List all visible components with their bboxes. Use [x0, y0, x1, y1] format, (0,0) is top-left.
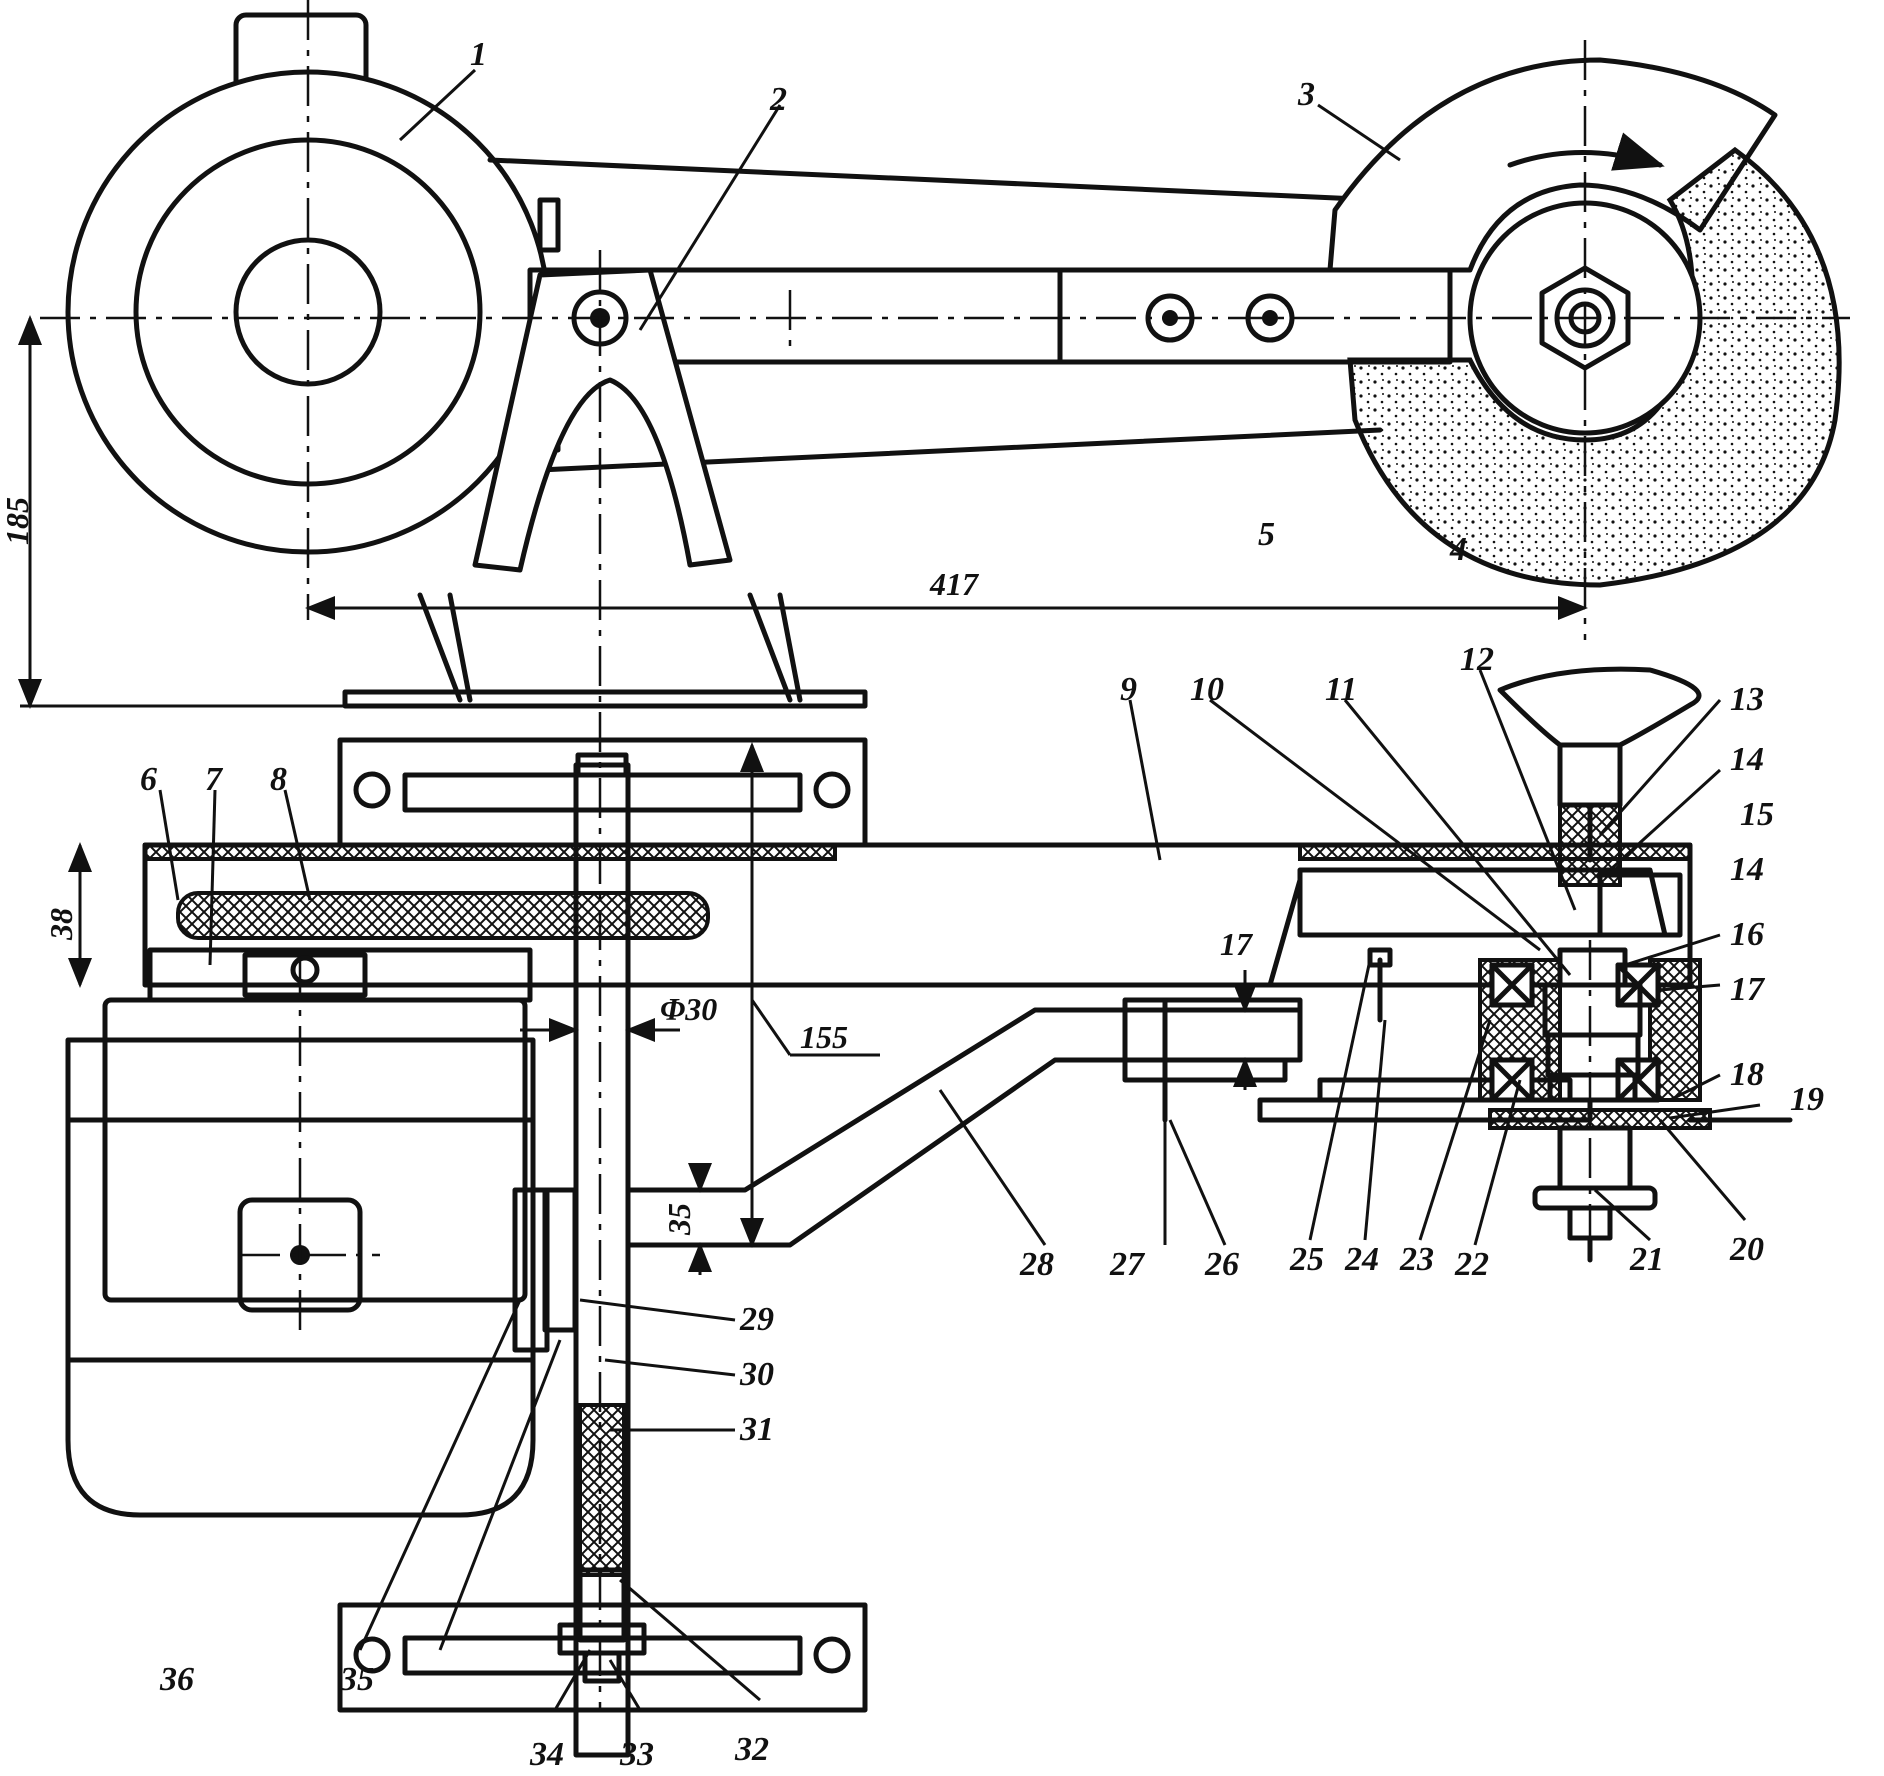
label-22: 22 [1454, 1246, 1489, 1283]
label-16: 16 [1730, 916, 1764, 953]
lower-mount-plate [337, 1602, 868, 1713]
spindle-housing [1478, 940, 1793, 1263]
label-1: 1 [470, 36, 487, 73]
label-26: 26 [1204, 1246, 1239, 1283]
dim-35: 35 [661, 1203, 697, 1236]
label-11: 11 [1325, 671, 1357, 708]
label-23: 23 [1399, 1241, 1434, 1278]
label-15: 15 [1740, 796, 1774, 833]
label-30: 30 [739, 1356, 774, 1393]
label-14b: 14 [1730, 851, 1764, 888]
swing-bracket-28 [625, 947, 1593, 1248]
label-28: 28 [1019, 1246, 1054, 1283]
leader-lines [158, 68, 1761, 1711]
label-14a: 14 [1730, 741, 1764, 778]
label-24: 24 [1344, 1241, 1379, 1278]
label-34: 34 [529, 1736, 564, 1773]
dim-185: 185 [0, 497, 35, 545]
label-31: 31 [739, 1411, 774, 1448]
label-17: 17 [1730, 971, 1766, 1008]
label-20: 20 [1729, 1231, 1764, 1268]
label-29: 29 [739, 1301, 774, 1338]
dimension-labels: 185 417 38 17 Φ30 155 35 [0, 497, 1254, 1236]
vertical-shaft [512, 752, 647, 1758]
label-27: 27 [1109, 1246, 1146, 1283]
label-8: 8 [270, 761, 287, 798]
label-36: 36 [159, 1661, 194, 1698]
label-12: 12 [1460, 641, 1494, 678]
label-2: 2 [769, 81, 787, 118]
label-13: 13 [1730, 681, 1764, 718]
label-7: 7 [205, 761, 224, 798]
label-33: 33 [619, 1736, 654, 1773]
motor-body [65, 947, 536, 1518]
label-10: 10 [1190, 671, 1224, 708]
label-35: 35 [339, 1661, 374, 1698]
label-6: 6 [140, 761, 157, 798]
swing-arm [487, 157, 1453, 473]
label-3: 3 [1297, 76, 1315, 113]
dim-155: 155 [800, 1019, 848, 1055]
dim-phi30: Φ30 [660, 991, 717, 1027]
part-labels: 1 2 3 4 5 6 7 8 9 10 11 12 13 14 14 15 1… [140, 36, 1824, 1773]
label-19: 19 [1790, 1081, 1824, 1118]
label-9: 9 [1120, 671, 1137, 708]
dim-17: 17 [1220, 926, 1254, 962]
label-21: 21 [1629, 1241, 1664, 1278]
label-25: 25 [1289, 1241, 1324, 1278]
dim-38: 38 [43, 908, 79, 941]
dim-417: 417 [929, 566, 980, 602]
label-32: 32 [734, 1731, 769, 1768]
label-18: 18 [1730, 1056, 1764, 1093]
label-5: 5 [1258, 516, 1275, 553]
stand-bracket [342, 267, 868, 709]
belt-housing [142, 842, 1693, 988]
adjusting-knob [1497, 666, 1702, 887]
bottom-view [65, 666, 1793, 1758]
top-view [18, 0, 1850, 1710]
label-4: 4 [1449, 531, 1467, 568]
